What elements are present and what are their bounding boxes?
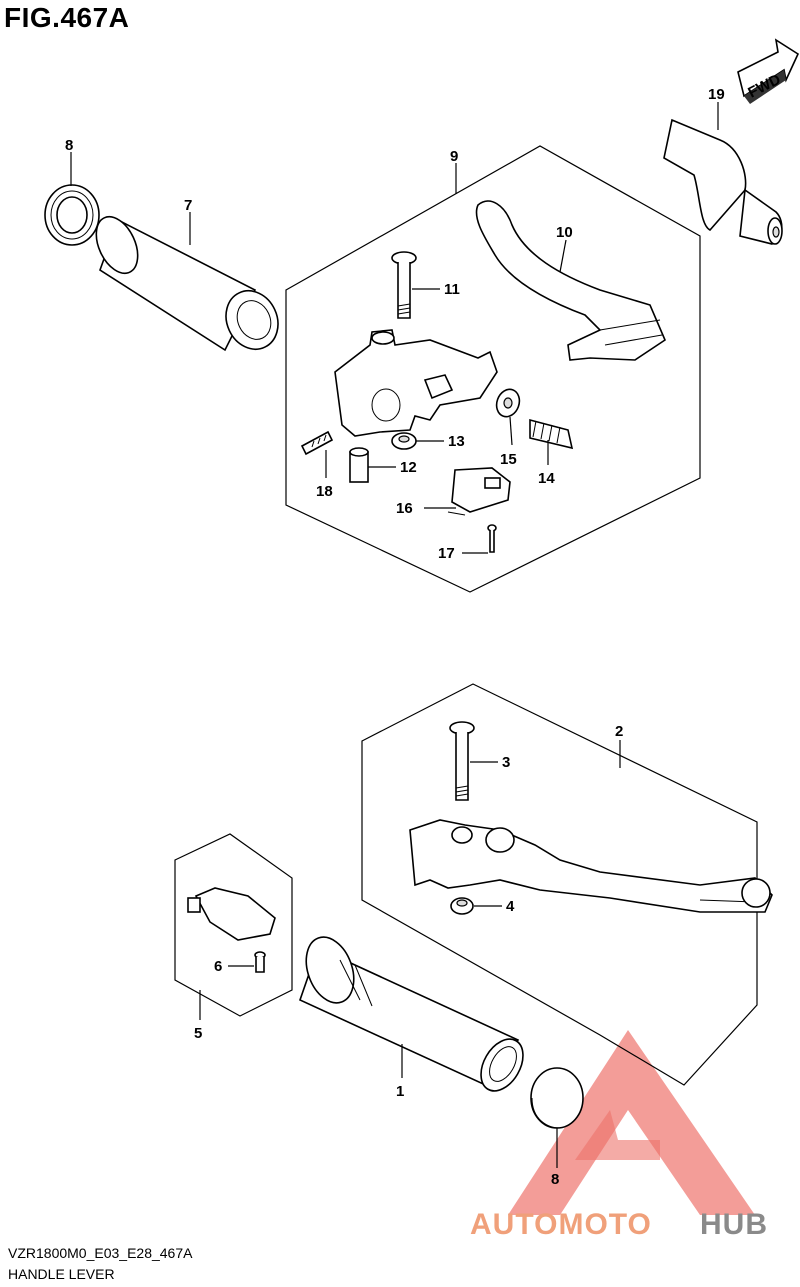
callout-11: 11 [444, 281, 460, 298]
part-4-nut [450, 897, 474, 915]
part-1-grip [299, 936, 524, 1092]
callout-4: 4 [506, 898, 515, 915]
part-8-bushing-top [44, 184, 100, 246]
part-5-switch [187, 887, 276, 941]
part-15-washer [495, 388, 521, 418]
part-6-screw [254, 951, 266, 973]
callout-5: 5 [194, 1025, 202, 1042]
part-7-grip [95, 215, 279, 352]
callout-19: 19 [708, 86, 725, 103]
callout-15: 15 [500, 451, 517, 468]
part-12-collar [349, 447, 369, 483]
watermark-text: AUTOMOTO HUB [470, 1208, 768, 1241]
callout-numbers: 8 7 9 10 19 11 13 12 18 15 14 16 17 3 2 … [65, 86, 725, 1188]
part-3-bolt [449, 721, 475, 801]
watermark-part1: AUTOMOTO [470, 1208, 652, 1241]
assembly-box-9 [285, 145, 701, 593]
figure-code: VZR1800M0_E03_E28_467A [8, 1245, 193, 1261]
callout-12: 12 [400, 459, 417, 476]
part-18-screw [300, 430, 334, 456]
part-13-nut [391, 432, 417, 450]
callout-6: 6 [214, 958, 222, 975]
watermark-logo [508, 1030, 755, 1215]
part-10-lever [475, 200, 666, 361]
leader-lines [70, 102, 719, 1168]
part-19-cover [663, 118, 783, 245]
callout-10: 10 [556, 224, 573, 241]
part-14-adjuster [529, 418, 574, 450]
callout-2: 2 [615, 723, 623, 740]
callout-8-top: 8 [65, 137, 73, 154]
fwd-arrow: FWD [737, 38, 800, 104]
callout-16: 16 [396, 500, 413, 517]
part-11-bolt [391, 251, 417, 319]
assembly-box-5 [174, 833, 293, 1017]
part-16-switch [447, 467, 511, 516]
callout-3: 3 [502, 754, 510, 771]
part-2-lever [409, 819, 773, 913]
part-9-bracket [334, 329, 498, 437]
figure-name: HANDLE LEVER [8, 1266, 115, 1282]
callout-17: 17 [438, 545, 455, 562]
assembly-box-2 [361, 683, 758, 1086]
callout-14: 14 [538, 470, 555, 487]
watermark-part2: HUB [700, 1208, 768, 1241]
callout-1: 1 [396, 1083, 404, 1100]
callout-7: 7 [184, 197, 192, 214]
callout-18: 18 [316, 483, 333, 500]
callout-13: 13 [448, 433, 465, 450]
callout-8-bottom: 8 [551, 1171, 559, 1188]
callout-9: 9 [450, 148, 458, 165]
figure-title: FIG.467A [4, 2, 130, 33]
part-17-screw [487, 524, 497, 553]
part-8-bushing-bottom [530, 1067, 584, 1129]
